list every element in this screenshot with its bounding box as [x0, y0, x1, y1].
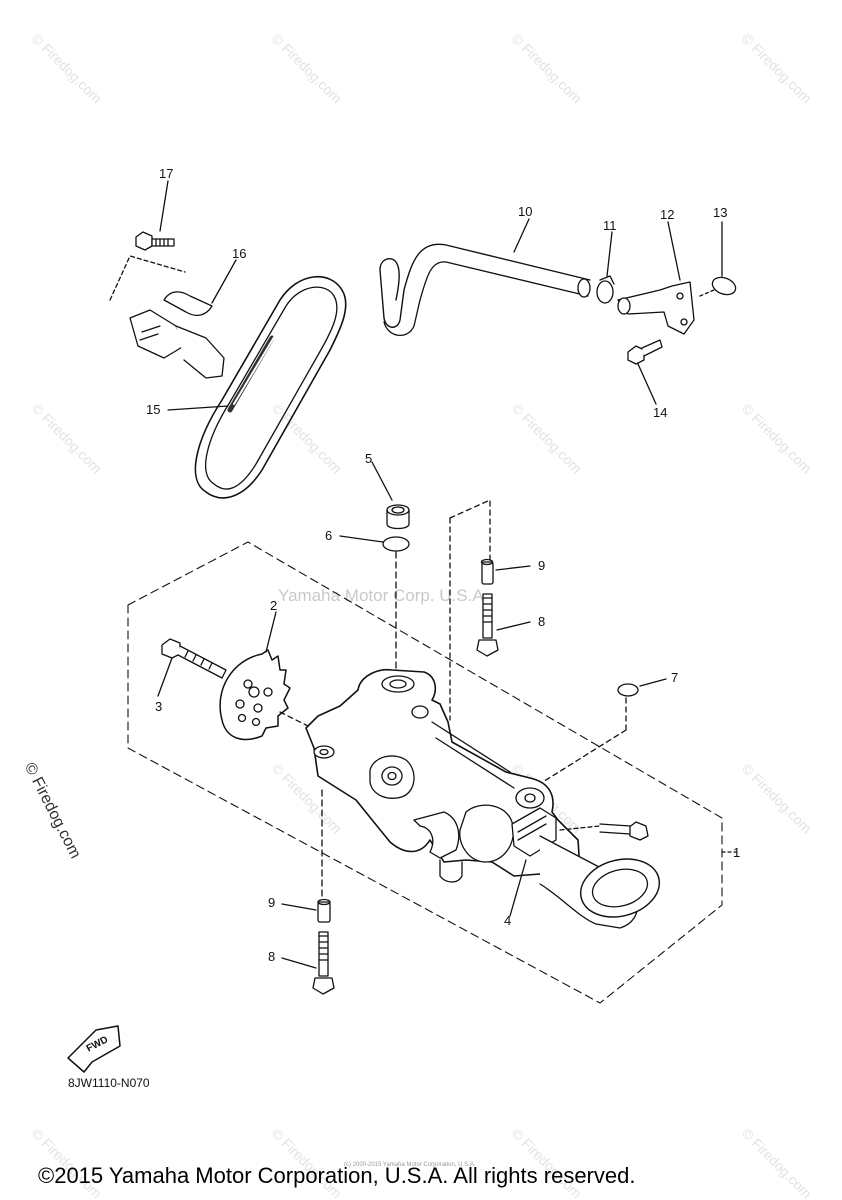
leader-5	[371, 461, 393, 501]
leader-6	[339, 535, 384, 543]
callout-8-top: 8	[538, 614, 546, 629]
bolt-17	[135, 231, 175, 251]
bolt-8-bottom	[312, 931, 335, 995]
callout-12: 12	[660, 207, 675, 222]
o-ring-7	[617, 683, 639, 697]
pipe-12	[617, 281, 695, 335]
clamp-11	[596, 275, 615, 304]
callout-14: 14	[653, 405, 668, 420]
chain-guide-16	[129, 291, 225, 379]
bolt-side	[599, 821, 649, 841]
callout-10: 10	[518, 204, 533, 219]
dowel-9-top	[480, 558, 494, 585]
callout-8-bottom: 8	[268, 949, 276, 964]
leader-2	[265, 611, 277, 653]
callout-4: 4	[504, 913, 512, 928]
leader-12	[667, 221, 681, 281]
callout-1: 1	[733, 845, 741, 860]
leader-17	[159, 180, 169, 232]
callout-2: 2	[270, 598, 278, 613]
callout-11: 11	[603, 218, 617, 233]
gear-2	[219, 649, 291, 741]
callout-7: 7	[671, 670, 679, 685]
collar-5	[386, 504, 410, 530]
callout-9-top: 9	[538, 558, 546, 573]
dowel-9-bottom	[317, 898, 331, 923]
leader-8-bottom	[281, 957, 317, 969]
callout-6: 6	[325, 528, 333, 543]
leader-16	[211, 259, 237, 304]
leader-8-top	[496, 621, 531, 631]
bolt-3	[161, 638, 227, 679]
callout-15: 15	[146, 402, 161, 417]
bolt-14	[627, 339, 663, 365]
leader-15	[167, 405, 229, 411]
pipe-10	[379, 243, 591, 336]
leader-10	[513, 218, 530, 253]
callout-3: 3	[155, 699, 163, 714]
leader-11	[606, 231, 613, 277]
leader-7	[639, 678, 667, 687]
oil-pump-body	[305, 668, 661, 929]
callout-13: 13	[713, 205, 728, 220]
cam-chain-15	[194, 276, 347, 499]
fwd-arrow	[67, 1025, 121, 1073]
callout-17: 17	[159, 166, 174, 181]
fine-print: (c) 2000-2015 Yamaha Motor Corporation, …	[344, 1162, 476, 1168]
leader-9-top	[495, 565, 531, 571]
leader-4	[509, 859, 527, 917]
callout-16: 16	[232, 246, 247, 261]
copyright-notice: ©2015 Yamaha Motor Corporation, U.S.A. A…	[38, 1163, 636, 1188]
assembly-boundary	[127, 541, 723, 1004]
part-code: 8JW1110-N070	[68, 1076, 150, 1090]
dash-17	[109, 255, 186, 301]
callout-9-bottom: 9	[268, 895, 276, 910]
leader-3	[157, 657, 173, 697]
o-ring-13	[711, 276, 737, 296]
bolt-8-top	[476, 593, 499, 657]
callout-5: 5	[365, 451, 373, 466]
center-watermark: Yamaha Motor Corp. U.S.A.	[278, 586, 489, 605]
leader-9-bottom	[281, 903, 317, 911]
leader-14	[637, 363, 657, 405]
o-ring-6	[382, 536, 410, 552]
